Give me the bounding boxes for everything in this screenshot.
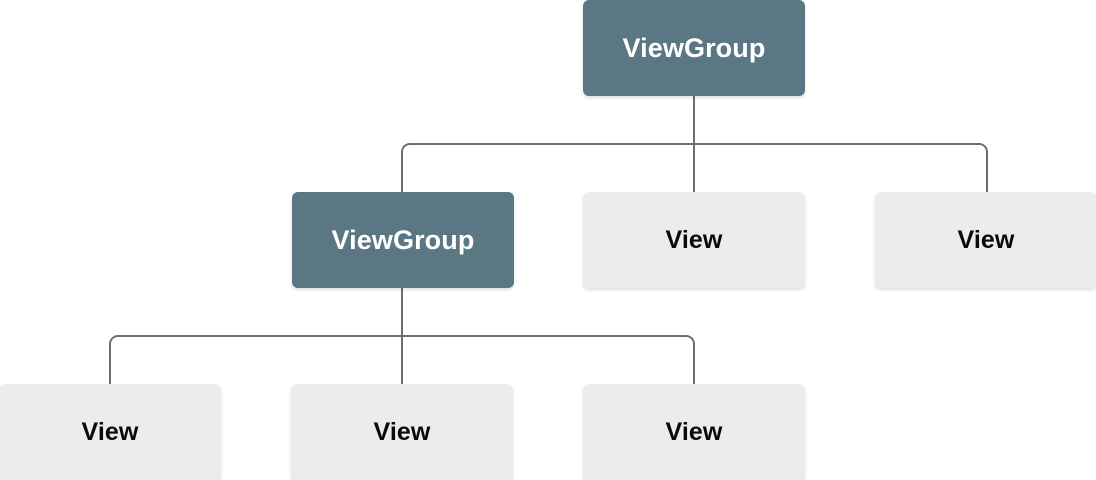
node-view-level3-right[interactable]: View <box>583 384 805 480</box>
edge-viewgroup2-to-view3c <box>685 335 695 384</box>
edge-viewgroup2-to-view3a <box>109 335 119 384</box>
edge-root-to-viewgroup2 <box>401 143 411 192</box>
node-label: View <box>81 417 139 446</box>
node-viewgroup-child[interactable]: ViewGroup <box>292 192 514 288</box>
node-viewgroup-root[interactable]: ViewGroup <box>583 0 805 96</box>
node-label: View <box>665 225 723 254</box>
node-view-level2-right[interactable]: View <box>875 192 1096 288</box>
node-view-level2-center[interactable]: View <box>583 192 805 288</box>
node-view-level3-left[interactable]: View <box>0 384 221 480</box>
node-view-level3-center[interactable]: View <box>291 384 513 480</box>
node-label: View <box>373 417 431 446</box>
node-label: ViewGroup <box>331 224 475 255</box>
node-label: View <box>957 225 1015 254</box>
edge-root-to-view2b <box>978 143 988 192</box>
node-label: View <box>665 417 723 446</box>
node-label: ViewGroup <box>622 32 766 63</box>
